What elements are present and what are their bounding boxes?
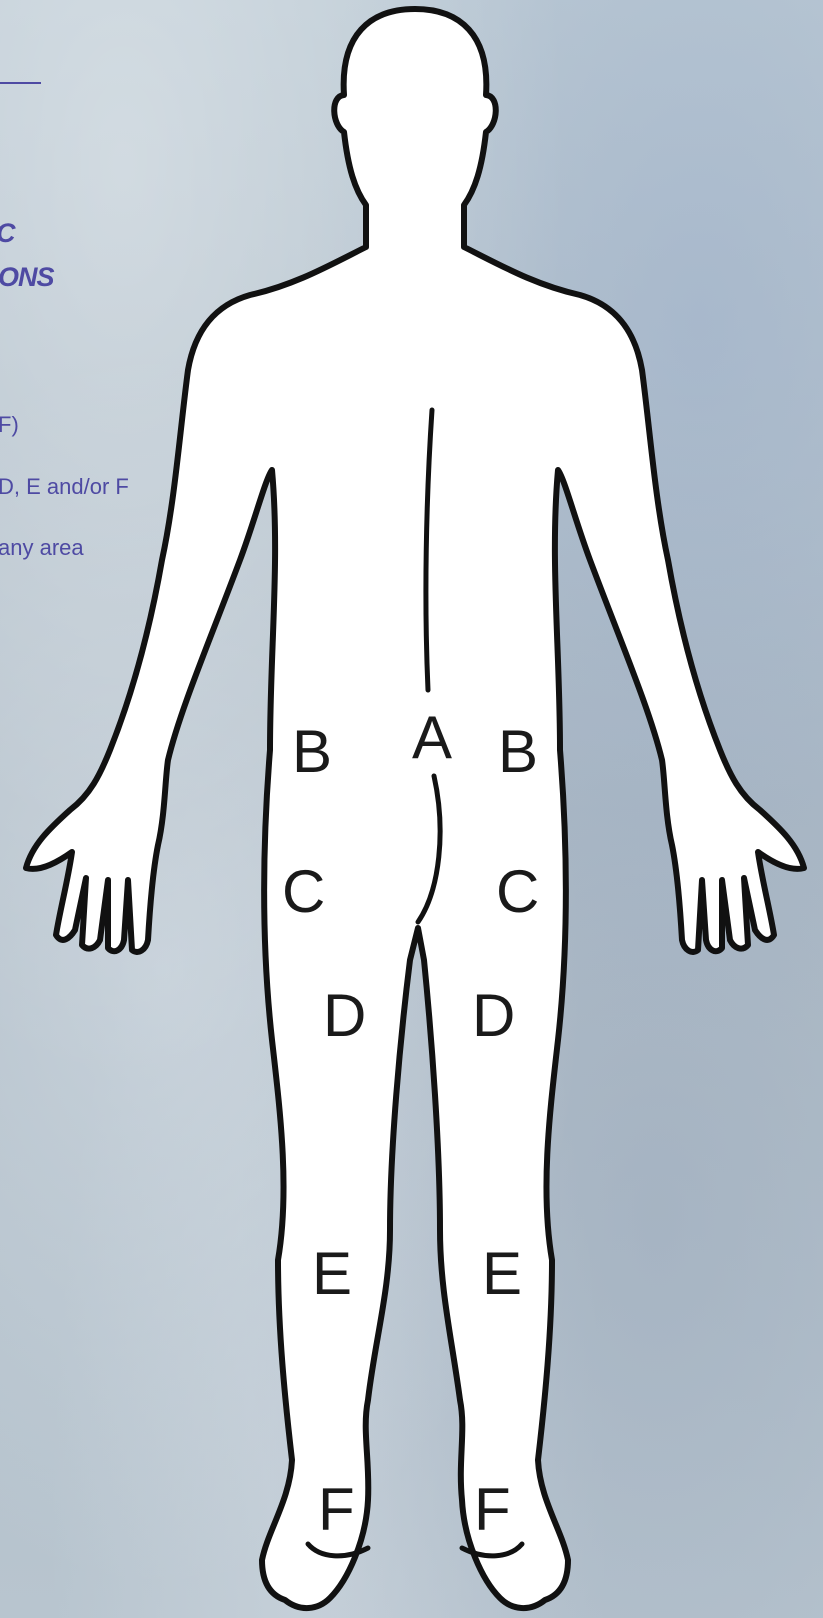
region-label-e-left: E bbox=[312, 1240, 352, 1307]
region-label-b-left: B bbox=[292, 718, 332, 785]
region-label-b-right: B bbox=[498, 718, 538, 785]
region-label-c-right: C bbox=[496, 858, 539, 925]
region-label-f-right: F bbox=[474, 1476, 511, 1543]
region-label-c-left: C bbox=[282, 858, 325, 925]
region-label-a: A bbox=[412, 704, 452, 771]
human-figure-silhouette bbox=[26, 9, 804, 1608]
region-label-e-right: E bbox=[482, 1240, 522, 1307]
region-label-d-left: D bbox=[323, 982, 366, 1049]
region-label-f-left: F bbox=[318, 1476, 355, 1543]
region-label-d-right: D bbox=[472, 982, 515, 1049]
